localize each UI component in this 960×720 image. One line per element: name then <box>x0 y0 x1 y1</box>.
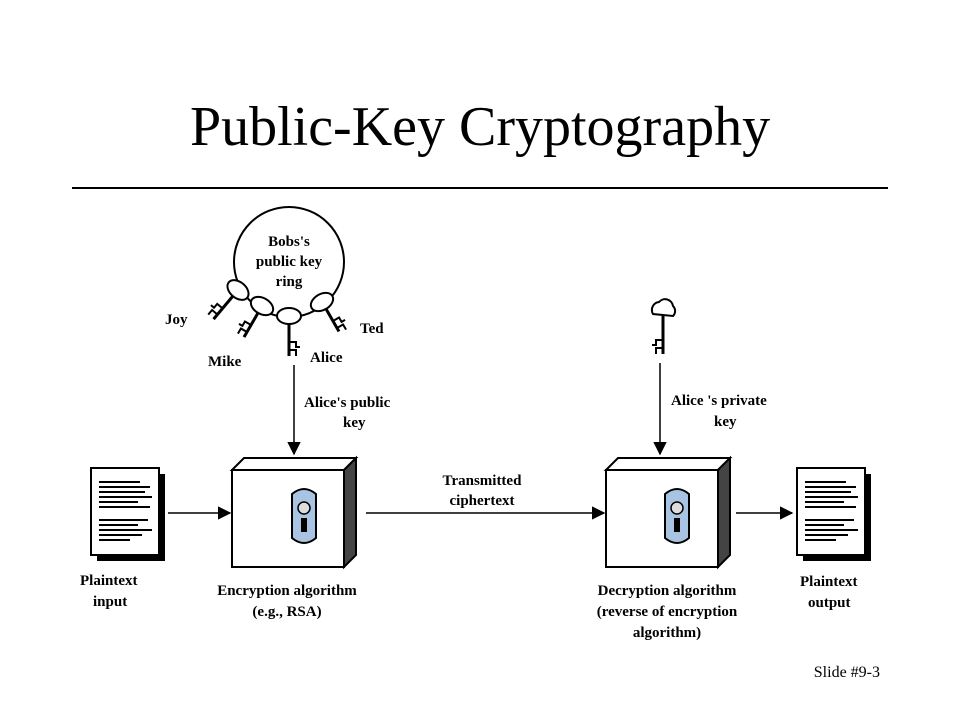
plaintext-input-document <box>90 467 165 561</box>
public-key-label-line-1: Alice's public <box>304 395 391 411</box>
private-key-icon <box>650 298 677 354</box>
decryption-label-line-3: algorithm) <box>633 625 701 641</box>
key-ring-label-line-2: public key <box>256 254 323 270</box>
plaintext-input-label-line-1: Plaintext <box>80 573 138 589</box>
encryption-label-line-1: Encryption algorithm <box>217 583 357 599</box>
plaintext-output-document <box>796 467 871 561</box>
title-divider <box>72 187 888 189</box>
decryption-label-line-1: Decryption algorithm <box>598 583 737 599</box>
key-icon-joy <box>207 279 250 321</box>
slide-title: Public-Key Cryptography <box>189 96 771 158</box>
decryption-lock-icon <box>664 488 690 544</box>
slide-number: Slide #9-3 <box>813 664 880 681</box>
key-owner-joy: Joy <box>165 312 188 328</box>
plaintext-output-label-line-2: output <box>808 595 851 611</box>
encryption-lock-icon <box>291 488 317 544</box>
key-icon-ted <box>309 291 347 333</box>
key-ring-label-line-3: ring <box>276 274 303 290</box>
encryption-box <box>229 455 359 570</box>
key-ring-label-line-1: Bobs's <box>268 234 310 250</box>
plaintext-output-label-line-1: Plaintext <box>800 574 858 590</box>
key-owner-mike: Mike <box>208 354 242 370</box>
key-owner-alice: Alice <box>310 350 343 366</box>
private-key-label-line-2: key <box>714 414 737 430</box>
decryption-box <box>603 455 733 570</box>
encryption-label-line-2: (e.g., RSA) <box>252 604 321 620</box>
public-key-label-line-2: key <box>343 415 366 431</box>
key-owner-ted: Ted <box>360 321 384 337</box>
key-icon-mike <box>237 295 275 338</box>
private-key-label-line-1: Alice 's private <box>671 393 767 409</box>
transmit-label-line-2: ciphertext <box>450 493 515 509</box>
plaintext-input-label-line-2: input <box>93 594 127 610</box>
key-icon-alice <box>276 307 302 356</box>
decryption-label-line-2: (reverse of encryption <box>597 604 738 620</box>
transmit-label-line-1: Transmitted <box>443 473 523 489</box>
